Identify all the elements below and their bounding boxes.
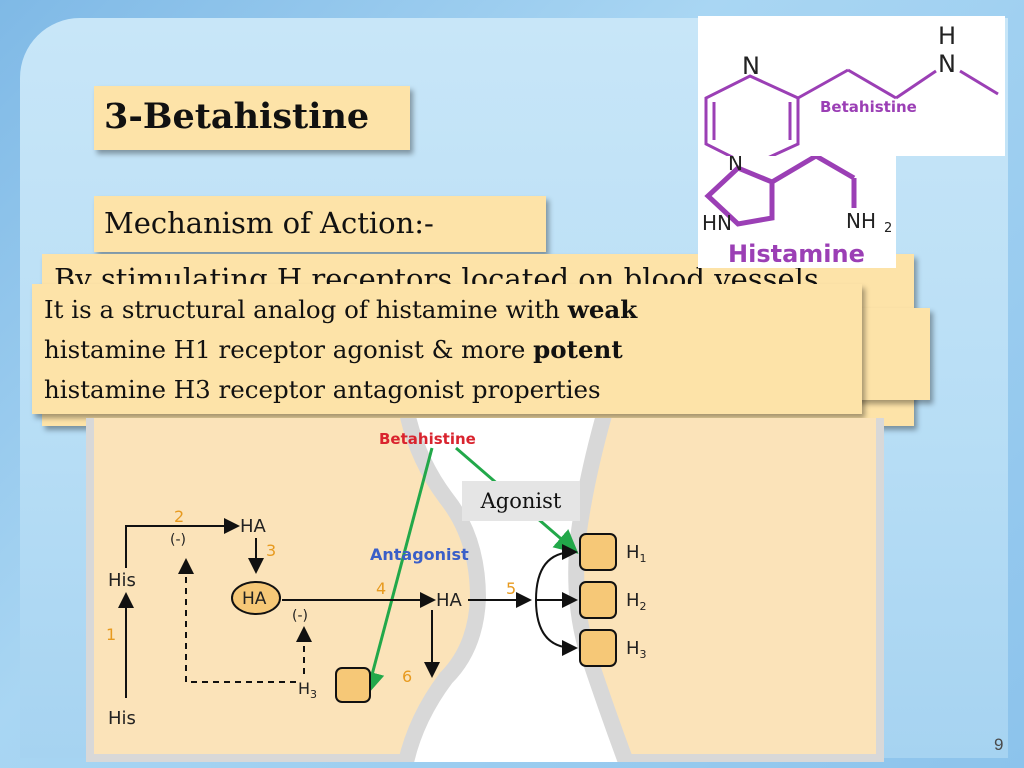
atom-h: H: [938, 22, 956, 50]
step-4: 4: [376, 579, 386, 598]
agonist-label-box: Agonist: [462, 481, 580, 521]
antagonist-arrow: [361, 447, 434, 696]
step-6: 6: [402, 667, 412, 686]
histamine-label: Histamine: [728, 240, 865, 268]
step-5: 5: [506, 579, 516, 598]
mechanism-heading: Mechanism of Action:-: [94, 196, 546, 252]
synapse-diagram: Betahistine Antagonist His His 1 2 (-) H…: [86, 418, 884, 762]
diagram-betahistine-label: Betahistine: [379, 430, 476, 448]
ha-right-label: HA: [436, 590, 463, 611]
description-line-3: histamine H3 receptor antagonist propert…: [44, 375, 601, 404]
ha-top-label: HA: [240, 516, 267, 537]
presynaptic-neuron: [86, 418, 487, 762]
histamine-atom-hn: HN: [702, 211, 732, 235]
minus-1: (-): [170, 532, 186, 548]
page-number: 9: [994, 735, 1004, 754]
betahistine-structure: N N H Betahistine: [698, 16, 1005, 168]
antagonist-label: Antagonist: [370, 545, 469, 564]
description-line-1: It is a structural analog of histamine w…: [44, 295, 638, 324]
atom-n-amine: N: [938, 50, 956, 78]
histamine-sub-2: 2: [884, 221, 892, 236]
ha-vesicle: [231, 581, 281, 615]
slide-title: 3-Betahistine: [94, 86, 410, 150]
h2-label: H2: [626, 590, 647, 613]
description-box: It is a structural analog of histamine w…: [32, 284, 862, 414]
h3-receptor: [579, 629, 617, 667]
h2-receptor: [579, 581, 617, 619]
presyn-h3-label: H3: [298, 679, 317, 701]
step-1: 1: [106, 625, 116, 644]
h1-label: H1: [626, 542, 647, 565]
postsynaptic-neuron: [568, 418, 884, 762]
h1-receptor: [579, 533, 617, 571]
betahistine-label: Betahistine: [820, 98, 917, 116]
atom-n: N: [742, 52, 760, 80]
histamine-structure: N HN NH 2 Histamine: [698, 151, 896, 268]
step-3: 3: [266, 541, 276, 560]
minus-2: (-): [292, 608, 308, 624]
his-bottom-label: His: [108, 708, 136, 729]
step-2: 2: [174, 507, 184, 526]
his-top-label: His: [108, 570, 136, 591]
histamine-atom-nh2: NH: [846, 209, 876, 233]
ha-vesicle-label: HA: [242, 589, 267, 609]
histamine-atom-n: N: [728, 156, 743, 175]
h3-label: H3: [626, 638, 647, 661]
presynaptic-h3-receptor: [335, 667, 371, 703]
description-line-2: histamine H1 receptor agonist & more pot…: [44, 335, 623, 364]
